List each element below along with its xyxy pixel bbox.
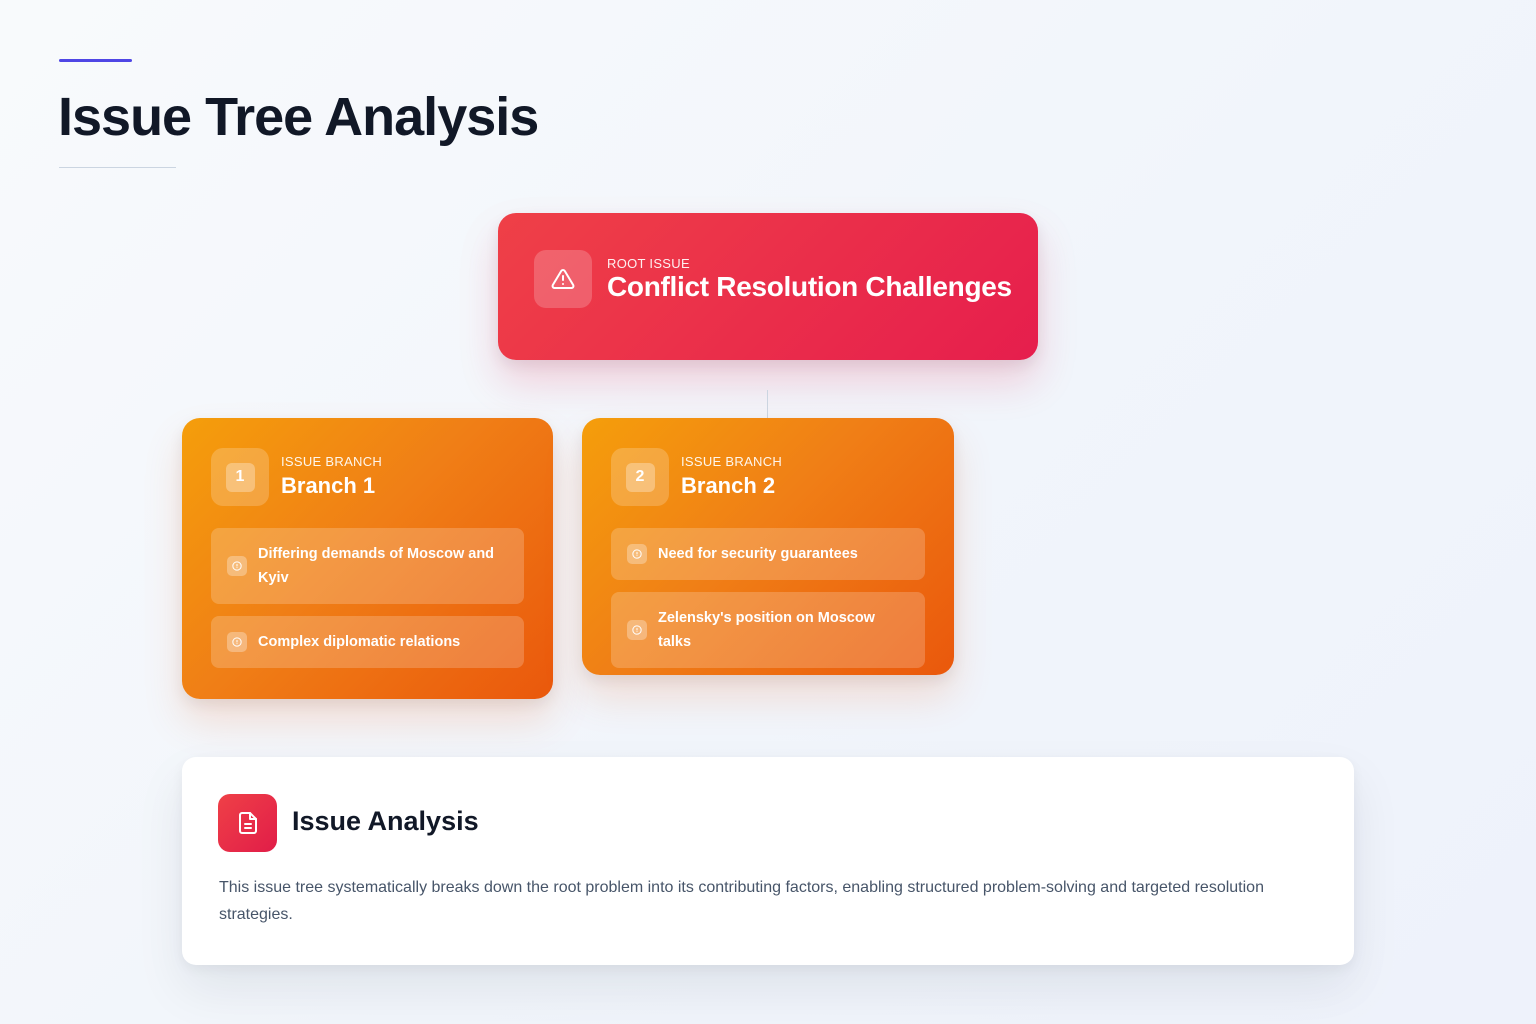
info-circle-icon	[627, 620, 647, 640]
issue-analysis-card: Issue Analysis This issue tree systemati…	[182, 757, 1354, 965]
branch-title: Branch 2	[681, 473, 776, 498]
title-accent-line	[59, 59, 132, 62]
branch-number: 2	[625, 462, 655, 492]
root-issue-kicker: ROOT ISSUE	[607, 256, 690, 271]
branch-item[interactable]: Zelensky's position on Moscow talks	[611, 592, 925, 668]
info-circle-icon	[227, 556, 247, 576]
page-title: Issue Tree Analysis	[58, 87, 539, 147]
branch-item[interactable]: Need for security guarantees	[611, 528, 925, 580]
root-issue-card[interactable]: ROOT ISSUE Conflict Resolution Challenge…	[498, 213, 1038, 360]
branch-item[interactable]: Differing demands of Moscow and Kyiv	[211, 528, 524, 604]
info-circle-icon	[627, 544, 647, 564]
branch-card-2[interactable]: 2 ISSUE BRANCH Branch 2 Need for securit…	[582, 418, 954, 675]
branch-items: Need for security guarantees Zelensky's …	[611, 528, 925, 668]
branch-card-1[interactable]: 1 ISSUE BRANCH Branch 1 Differing demand…	[182, 418, 553, 699]
branch-item[interactable]: Complex diplomatic relations	[211, 616, 524, 668]
branch-number-badge: 2	[611, 448, 669, 506]
branch-kicker: ISSUE BRANCH	[681, 454, 783, 469]
issue-analysis-title: Issue Analysis	[292, 806, 479, 836]
tree-connector	[767, 390, 768, 418]
branch-item-text: Differing demands of Moscow and Kyiv	[258, 546, 495, 586]
title-divider	[59, 167, 176, 168]
branch-item-text: Complex diplomatic relations	[258, 634, 461, 650]
info-circle-icon	[227, 632, 247, 652]
branch-number-badge: 1	[211, 448, 269, 506]
document-icon	[218, 794, 277, 852]
issue-analysis-text: This issue tree systematically breaks do…	[219, 879, 1264, 923]
branch-items: Differing demands of Moscow and Kyiv Com…	[211, 528, 524, 668]
branch-item-text: Zelensky's position on Moscow talks	[658, 610, 875, 650]
branch-title: Branch 1	[281, 473, 376, 498]
branch-item-text: Need for security guarantees	[658, 546, 858, 562]
branch-number: 1	[225, 462, 255, 492]
warning-triangle-icon	[534, 250, 592, 308]
root-issue-title: Conflict Resolution Challenges	[607, 271, 1012, 302]
branch-kicker: ISSUE BRANCH	[281, 454, 383, 469]
